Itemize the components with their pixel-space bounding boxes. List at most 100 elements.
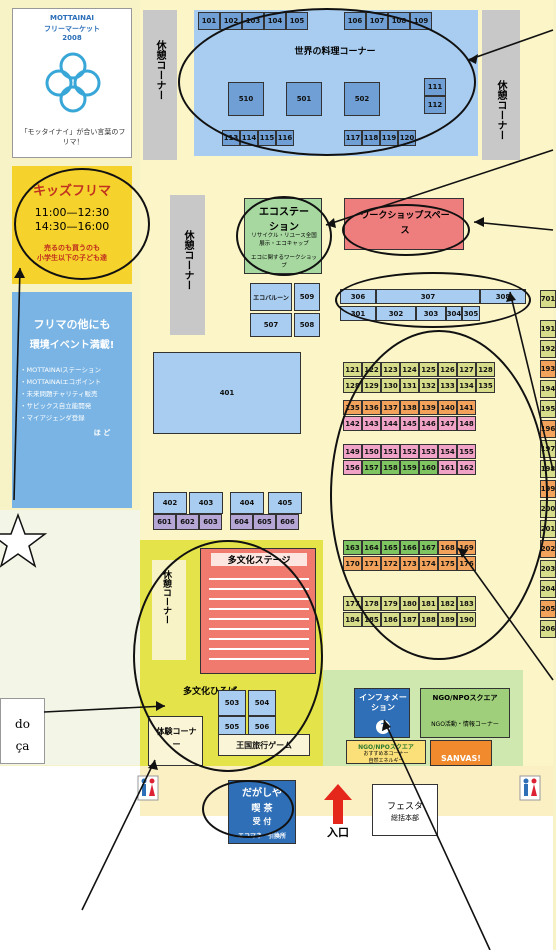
stall-502[interactable]: 502: [344, 82, 380, 116]
stall-109[interactable]: 109: [410, 12, 432, 30]
stall-132[interactable]: 132: [419, 378, 438, 393]
stall-188[interactable]: 188: [419, 612, 438, 627]
stall-165[interactable]: 165: [381, 540, 400, 555]
stall-103[interactable]: 103: [242, 12, 264, 30]
stall-153[interactable]: 153: [419, 444, 438, 459]
stall-122[interactable]: 122: [362, 362, 381, 377]
fiesta-hq[interactable]: フェスタ 総括本部: [372, 784, 438, 836]
kingdom-travel-game[interactable]: 王国旅行ゲーム: [218, 734, 310, 756]
stall-163[interactable]: 163: [343, 540, 362, 555]
stall-304[interactable]: 304: [446, 306, 462, 321]
stall-143[interactable]: 143: [362, 416, 381, 431]
stall-306[interactable]: 306: [340, 289, 376, 304]
stall-507[interactable]: 507: [250, 313, 292, 337]
stall-116[interactable]: 116: [276, 130, 294, 146]
stall-120[interactable]: 120: [398, 130, 416, 146]
stall-177[interactable]: 177: [343, 596, 362, 611]
stall-102[interactable]: 102: [220, 12, 242, 30]
stall-129[interactable]: 129: [362, 378, 381, 393]
stall-128[interactable]: 128: [476, 362, 495, 377]
stall-168[interactable]: 168: [438, 540, 457, 555]
stall-135[interactable]: 135: [343, 400, 362, 415]
stall-181[interactable]: 181: [419, 596, 438, 611]
stall-403[interactable]: 403: [189, 492, 223, 514]
stall-111[interactable]: 111: [424, 78, 446, 96]
stall-510[interactable]: 510: [228, 82, 264, 116]
stall-127[interactable]: 127: [457, 362, 476, 377]
stall-509[interactable]: 509: [294, 283, 320, 311]
stall-187[interactable]: 187: [400, 612, 419, 627]
stall-603[interactable]: 603: [199, 514, 222, 530]
stall-105[interactable]: 105: [286, 12, 308, 30]
stall-307[interactable]: 307: [376, 289, 480, 304]
stall-145[interactable]: 145: [400, 416, 419, 431]
stall-301[interactable]: 301: [340, 306, 376, 321]
stall-117[interactable]: 117: [344, 130, 362, 146]
stall-508[interactable]: 508: [294, 313, 320, 337]
stall-114[interactable]: 114: [240, 130, 258, 146]
stall-157[interactable]: 157: [362, 460, 381, 475]
stall-503[interactable]: 503: [218, 690, 246, 716]
stall-139[interactable]: 139: [419, 400, 438, 415]
stall-601[interactable]: 601: [153, 514, 176, 530]
stall-142[interactable]: 142: [343, 416, 362, 431]
stall-160[interactable]: 160: [419, 460, 438, 475]
stall-602[interactable]: 602: [176, 514, 199, 530]
stall-174[interactable]: 174: [419, 556, 438, 571]
stall-180[interactable]: 180: [400, 596, 419, 611]
stall-148[interactable]: 148: [457, 416, 476, 431]
stall-149[interactable]: 149: [343, 444, 362, 459]
stall-155[interactable]: 155: [457, 444, 476, 459]
stall-140[interactable]: 140: [438, 400, 457, 415]
stall-162[interactable]: 162: [457, 460, 476, 475]
stall-118[interactable]: 118: [362, 130, 380, 146]
stall-158[interactable]: 158: [381, 460, 400, 475]
stall-141[interactable]: 141: [457, 400, 476, 415]
stall-136[interactable]: 136: [362, 400, 381, 415]
stall-504[interactable]: 504: [248, 690, 276, 716]
ngo-square-2[interactable]: NGO/NPOスクエア おすすめ本コーナー 自然エネルギー: [346, 740, 426, 764]
stall-189[interactable]: 189: [438, 612, 457, 627]
stall-402[interactable]: 402: [153, 492, 187, 514]
stall-154[interactable]: 154: [438, 444, 457, 459]
stall-206[interactable]: 206: [540, 620, 556, 638]
workshop-space[interactable]: ワークショップスペース: [344, 198, 464, 250]
stall-164[interactable]: 164: [362, 540, 381, 555]
stall-404[interactable]: 404: [230, 492, 264, 514]
stall-150[interactable]: 150: [362, 444, 381, 459]
stall-146[interactable]: 146: [419, 416, 438, 431]
stall-171[interactable]: 171: [362, 556, 381, 571]
stall-175[interactable]: 175: [438, 556, 457, 571]
stall-606[interactable]: 606: [276, 514, 299, 530]
stall-401[interactable]: 401: [153, 352, 301, 434]
stall-131[interactable]: 131: [400, 378, 419, 393]
stall-135[interactable]: 135: [476, 378, 495, 393]
stall-144[interactable]: 144: [381, 416, 400, 431]
stall-190[interactable]: 190: [457, 612, 476, 627]
stall-130[interactable]: 130: [381, 378, 400, 393]
sanvas-booth[interactable]: SANVAS!: [430, 740, 492, 766]
stall-137[interactable]: 137: [381, 400, 400, 415]
stall-167[interactable]: 167: [419, 540, 438, 555]
stall-113[interactable]: 113: [222, 130, 240, 146]
stall-115[interactable]: 115: [258, 130, 276, 146]
stall-173[interactable]: 173: [400, 556, 419, 571]
stall-108[interactable]: 108: [388, 12, 410, 30]
stall-178[interactable]: 178: [362, 596, 381, 611]
stall-106[interactable]: 106: [344, 12, 366, 30]
stall-104[interactable]: 104: [264, 12, 286, 30]
stall-302[interactable]: 302: [376, 306, 416, 321]
stall-159[interactable]: 159: [400, 460, 419, 475]
stall-170[interactable]: 170: [343, 556, 362, 571]
stall-151[interactable]: 151: [381, 444, 400, 459]
stall-156[interactable]: 156: [343, 460, 362, 475]
stall-305[interactable]: 305: [462, 306, 480, 321]
stall-123[interactable]: 123: [381, 362, 400, 377]
stall-124[interactable]: 124: [400, 362, 419, 377]
stall-405[interactable]: 405: [268, 492, 302, 514]
stall-184[interactable]: 184: [343, 612, 362, 627]
stall-182[interactable]: 182: [438, 596, 457, 611]
stall-121[interactable]: 121: [343, 362, 362, 377]
stall-133[interactable]: 133: [438, 378, 457, 393]
taiken-corner[interactable]: 体験コーナー: [148, 716, 203, 766]
